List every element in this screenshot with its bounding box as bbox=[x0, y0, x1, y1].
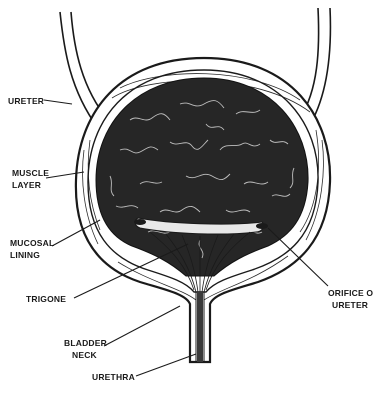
label-orifice-of-ureter-line1: ORIFICE O bbox=[328, 288, 373, 298]
left-ureter-orifice bbox=[134, 219, 146, 225]
label-muscle-layer-line2: LAYER bbox=[12, 180, 41, 190]
label-mucosal-lining-line1: MUCOSAL bbox=[10, 238, 54, 248]
label-bladder-neck-line2: NECK bbox=[72, 350, 98, 360]
label-muscle-layer-line1: MUSCLE bbox=[12, 168, 49, 178]
ureter-leader bbox=[44, 100, 72, 104]
urethra-channel bbox=[196, 292, 204, 362]
bladder-neck-leader bbox=[104, 306, 180, 346]
label-trigone: TRIGONE bbox=[26, 294, 66, 304]
label-mucosal-lining-line2: LINING bbox=[10, 250, 40, 260]
urethra-leader bbox=[136, 354, 196, 376]
label-orifice-of-ureter-line2: URETER bbox=[332, 300, 368, 310]
label-ureter: URETER bbox=[8, 96, 44, 106]
label-bladder-neck-line1: BLADDER bbox=[64, 338, 107, 348]
right-ureter-orifice bbox=[256, 223, 268, 229]
label-urethra: URETHRA bbox=[92, 372, 135, 382]
